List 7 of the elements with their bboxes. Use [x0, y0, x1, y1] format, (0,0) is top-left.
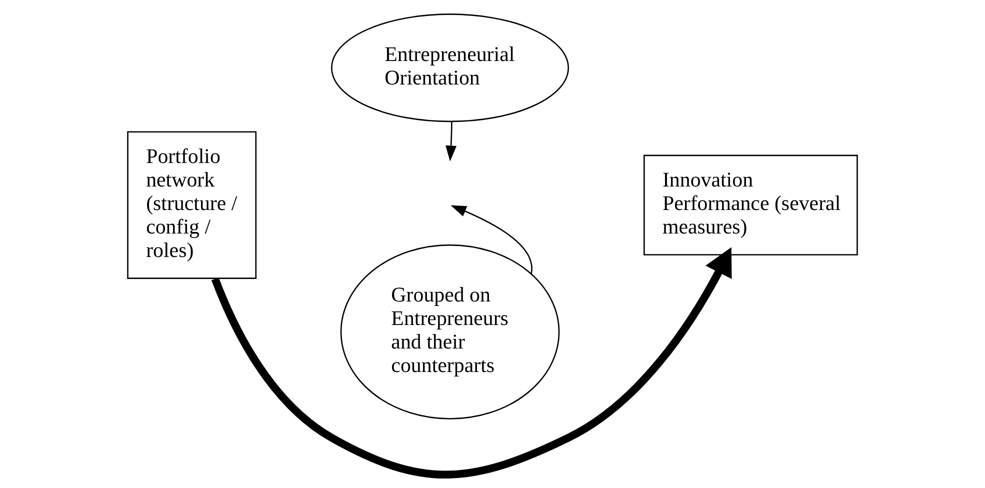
node-box: Portfolio network (structure / config / roles) — [127, 130, 257, 278]
arrow — [450, 204, 532, 274]
arrow — [211, 246, 732, 478]
node-ellipse: Entrepreneurial Orientation — [331, 13, 569, 122]
arrow — [446, 120, 457, 161]
node-ellipse: Grouped on Entrepreneurs and their counterparts — [340, 244, 560, 419]
node-box: Innovation Performance (several measures) — [644, 154, 858, 255]
